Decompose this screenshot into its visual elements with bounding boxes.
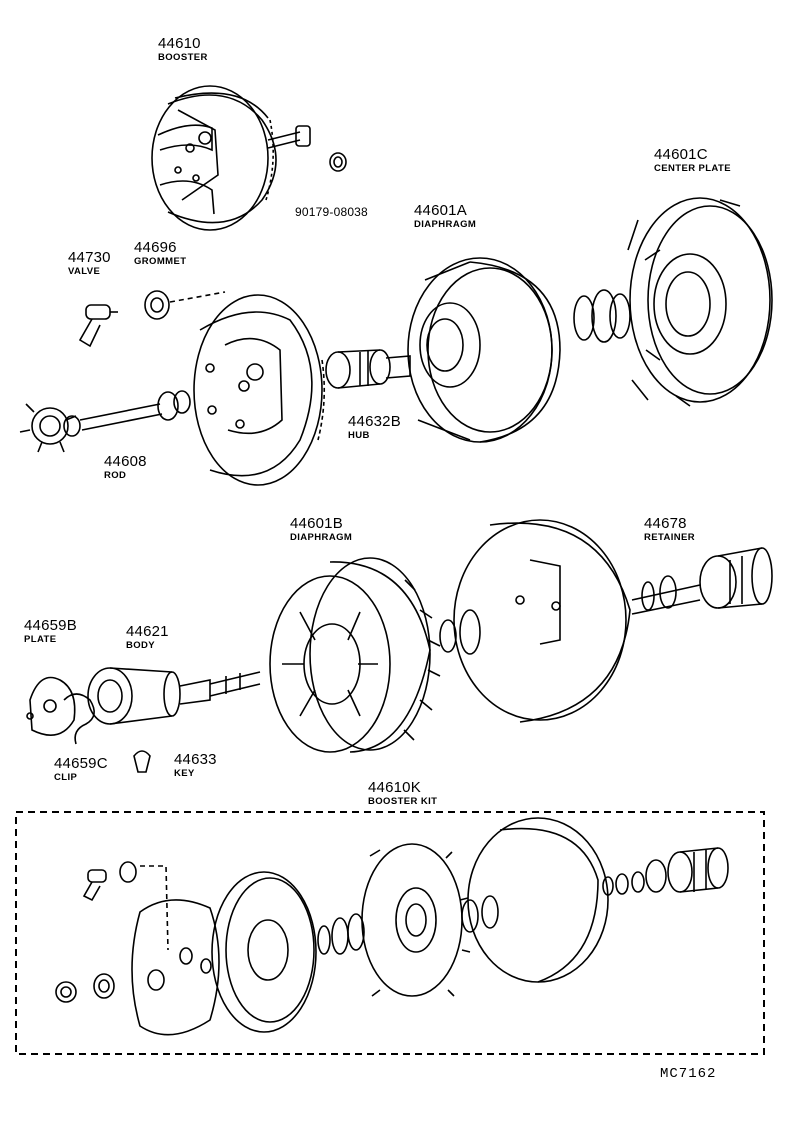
diaphragm-a-part-number: 44601A — [414, 202, 467, 219]
grommet-part-name: GROMMET — [134, 256, 187, 267]
body-part-number: 44621 — [126, 623, 169, 640]
kit-spring-drawing — [318, 914, 364, 954]
clip-part-number: 44659C — [54, 755, 108, 772]
grommet-drawing — [145, 291, 225, 319]
kit-rear-shell-drawing — [468, 818, 608, 982]
body-drawing — [88, 668, 260, 724]
kit-diaphragm-drawing — [362, 844, 498, 996]
rod-drawing — [20, 391, 190, 452]
body-label: 44621 BODY — [126, 624, 169, 651]
rod-label: 44608 ROD — [104, 454, 147, 481]
booster-kit-part-number: 44610K — [368, 779, 421, 796]
kit-valve-drawing — [84, 862, 168, 950]
booster-part-name: BOOSTER — [158, 52, 208, 63]
rod-part-name: ROD — [104, 470, 127, 481]
diaphragm-a-drawing — [408, 258, 560, 442]
retainer-drawing — [632, 548, 772, 614]
booster-drawing — [152, 86, 310, 230]
kit-retainer-drawing — [603, 848, 728, 895]
nut-label: 90179-08038 — [295, 206, 368, 218]
center-plate-drawing — [628, 198, 772, 406]
retainer-label: 44678 RETAINER — [644, 516, 695, 543]
rod-part-number: 44608 — [104, 453, 147, 470]
retainer-part-name: RETAINER — [644, 532, 696, 543]
booster-kit-label: 44610K BOOSTER KIT — [368, 780, 437, 807]
plate-part-number: 44659B — [24, 617, 77, 634]
booster-label: 44610 BOOSTER — [158, 36, 208, 63]
retainer-part-number: 44678 — [644, 515, 687, 532]
key-part-name: KEY — [174, 768, 195, 779]
body-part-name: BODY — [126, 640, 156, 651]
diaphragm-b-part-name: DIAPHRAGM — [290, 532, 353, 543]
drawing-code: MC7162 — [660, 1066, 717, 1082]
kit-shell-drawing — [132, 872, 316, 1035]
grommet-part-number: 44696 — [134, 239, 177, 256]
hub-drawing — [326, 350, 410, 388]
center-plate-part-name: CENTER PLATE — [654, 163, 731, 174]
booster-kit-part-name: BOOSTER KIT — [368, 796, 438, 807]
grommet-label: 44696 GROMMET — [134, 240, 186, 267]
center-seal-drawing — [574, 290, 630, 342]
key-drawing — [134, 751, 150, 772]
clip-label: 44659C CLIP — [54, 756, 108, 783]
plate-drawing — [27, 678, 75, 736]
clip-part-name: CLIP — [54, 772, 78, 783]
hub-label: 44632B HUB — [348, 414, 401, 441]
diaphragm-a-part-name: DIAPHRAGM — [414, 219, 477, 230]
kit-rod-drawing — [56, 974, 114, 1002]
valve-label: 44730 VALVE — [68, 250, 111, 277]
nut-part-number: 90179-08038 — [295, 205, 368, 219]
diaphragm-b-part-number: 44601B — [290, 515, 343, 532]
front-shell-drawing — [194, 295, 324, 485]
hub-part-number: 44632B — [348, 413, 401, 430]
booster-part-number: 44610 — [158, 35, 201, 52]
valve-part-name: VALVE — [68, 266, 101, 277]
rear-seal-drawing — [440, 610, 480, 654]
center-plate-label: 44601C CENTER PLATE — [654, 147, 731, 174]
valve-part-number: 44730 — [68, 249, 111, 266]
diaphragm-b-drawing — [270, 558, 440, 752]
diaphragm-b-label: 44601B DIAPHRAGM — [290, 516, 352, 543]
key-part-number: 44633 — [174, 751, 217, 768]
nut-drawing — [330, 153, 346, 171]
hub-part-name: HUB — [348, 430, 370, 441]
center-plate-part-number: 44601C — [654, 146, 708, 163]
clip-drawing — [64, 694, 94, 744]
key-label: 44633 KEY — [174, 752, 217, 779]
diaphragm-a-label: 44601A DIAPHRAGM — [414, 203, 476, 230]
plate-label: 44659B PLATE — [24, 618, 77, 645]
valve-drawing — [80, 305, 118, 346]
rear-shell-drawing — [454, 520, 630, 722]
plate-part-name: PLATE — [24, 634, 57, 645]
booster-kit-border — [16, 812, 764, 1054]
